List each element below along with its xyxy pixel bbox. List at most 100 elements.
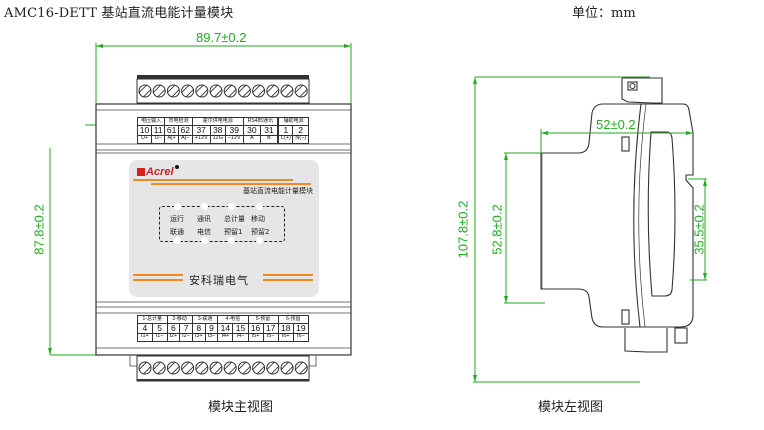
terminal-number: 8 [191,323,206,334]
terminal-screw-icon [237,84,251,98]
group-label: 3-联通 [191,315,219,324]
terminal-number: 18 [277,323,294,334]
led-label: 总计量 [224,215,245,223]
accent-line [151,183,311,185]
led-indicator [228,203,235,210]
logo-icon [137,168,145,176]
terminal-screw-icon [209,84,223,98]
terminal-number: 15 [232,323,249,334]
terminal-number: 61 [164,125,179,136]
brand-logo: Acrel [137,165,179,178]
front-height-label: 87.8±0.2 [31,204,47,255]
side-view-caption: 模块左视图 [538,400,604,415]
accent-line [263,274,313,276]
side-view-outline [540,77,694,353]
terminal-signal: U+ [136,134,153,144]
accent-line [133,179,293,181]
terminal-screw-icon [223,361,237,375]
company-name: 安科瑞电气 [189,274,249,287]
terminal-number: 16 [247,323,264,334]
group-label: 市电检测 [164,117,193,126]
terminal-screw-icon [195,361,209,375]
terminal-signal: I5− [262,332,279,342]
led-label: 移动 [251,215,265,223]
led-indicator [201,237,208,244]
terminal-number: 17 [262,323,279,334]
led-label: 预留1 [224,228,243,236]
terminal-screw-icon [223,84,237,98]
terminal-signal: I1− [151,332,168,342]
terminal-screw-icon [195,84,209,98]
front-view-caption: 模块主视图 [208,400,274,415]
terminal-screw-icon [138,84,152,98]
terminal-signal: L(+) [278,134,294,144]
terminal-signal: A|− [177,134,193,144]
terminal-screw-icon [280,361,294,375]
led-label: 电信 [197,228,211,236]
terminal-screw-icon [181,361,195,375]
terminal-number: 37 [191,125,211,136]
group-label: 6-预留 [277,315,310,324]
terminal-number: 7 [179,323,193,334]
side-overall-height-label: 107.8±0.2 [455,200,471,259]
terminal-screw-icon [266,361,280,375]
terminal-signal: I5+ [247,332,264,342]
led-indicator [256,203,263,210]
brand-name: Acrel [146,166,174,178]
terminal-number: 2 [292,125,309,136]
terminal-number: 4 [137,323,153,334]
terminal-signal: I4+ [217,332,234,342]
terminal-signal: A|+ [164,134,179,144]
terminal-number: 1 [278,125,294,136]
terminal-signal: I3− [204,332,219,342]
terminal-signal: I2− [179,332,193,342]
terminal-number [276,125,280,135]
terminal-signal [276,135,280,143]
led-indicator [174,203,181,210]
document-title: AMC16-DETT 基站直流电能计量模块 [4,6,234,21]
terminal-signal: A [242,134,261,144]
terminal-screw-icon [280,84,294,98]
side-body-height-label: 52.8±0.2 [489,204,505,255]
terminal-number: 5 [151,323,168,334]
terminal-signal: N(−) [292,134,309,144]
terminal-number: 39 [224,125,244,136]
terminal-number: 30 [242,125,261,136]
side-dimensions [473,76,707,383]
bottom-terminal-block [129,355,317,382]
terminal-signal: −12V [224,134,244,144]
terminal-number: 62 [177,125,193,136]
terminal-signal: I4− [232,332,249,342]
terminal-screw-icon [181,84,195,98]
terminal-screw-icon [166,84,180,98]
model-name: 基站直流电能计量模块 [243,187,313,195]
terminal-screw-icon [152,84,166,98]
terminal-number: 14 [217,323,234,334]
group-label [276,117,280,126]
led-indicator [201,203,208,210]
terminal-screw-icon [294,361,308,375]
terminal-number: 11 [151,125,166,136]
terminal-screw-icon [166,361,180,375]
accent-line [263,279,313,281]
terminal-screw-icon [266,84,280,98]
terminal-signal: I6− [292,332,310,342]
led-label: 预留2 [251,228,270,236]
led-label: 运行 [170,215,184,223]
terminal-screw-icon [252,361,266,375]
accent-line [133,279,183,281]
group-label: 辅助电源 [278,117,309,126]
terminal-screw-icon [294,84,308,98]
terminal-signal: I3+ [191,332,206,342]
front-width-label: 89.7±0.2 [196,30,247,45]
led-indicator [174,237,181,244]
top-terminal-block [136,75,310,104]
terminal-screw-icon [209,361,223,375]
terminal-signal: I2+ [166,332,181,342]
front-height-dimension [48,124,96,356]
terminal-signal: I1+ [137,332,153,342]
